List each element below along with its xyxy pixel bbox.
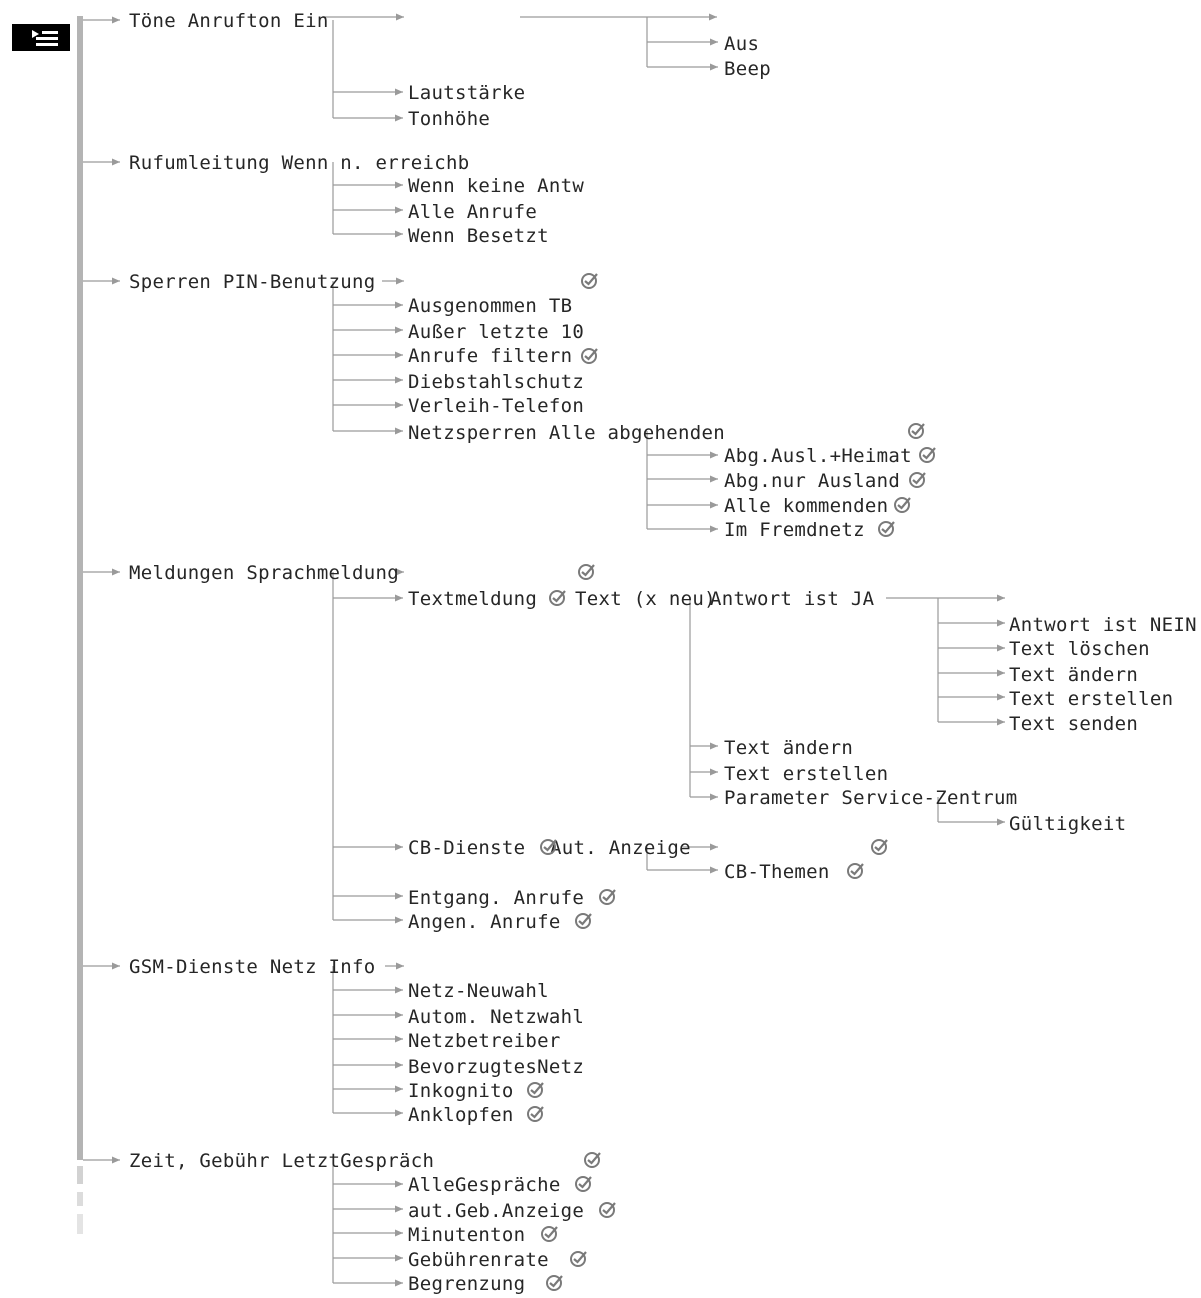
node-entgang[interactable]: Entgang. Anrufe	[408, 887, 585, 909]
check-icon	[578, 564, 595, 580]
node-sperren[interactable]: Sperren PIN-Benutzung	[129, 271, 376, 293]
check-icon	[541, 1226, 558, 1242]
check-icon	[549, 590, 566, 606]
node-cb-dienste[interactable]: CB-Dienste	[408, 837, 526, 859]
check-icon	[527, 1106, 544, 1122]
node-text-erstellen-1[interactable]: Text erstellen	[1009, 688, 1174, 710]
node-ausser[interactable]: Außer letzte 10	[408, 321, 585, 343]
node-alle-kommenden[interactable]: Alle kommenden	[724, 495, 889, 517]
node-text-aendern-2[interactable]: Text ändern	[724, 737, 854, 759]
check-icon	[871, 839, 888, 855]
node-verleih[interactable]: Verleih-Telefon	[408, 395, 585, 417]
node-anklopfen[interactable]: Anklopfen	[408, 1104, 514, 1126]
node-text-aendern-1[interactable]: Text ändern	[1009, 664, 1139, 686]
node-gsm[interactable]: GSM-Dienste Netz Info	[129, 956, 376, 978]
node-toene[interactable]: Töne Anrufton Ein	[129, 10, 329, 32]
node-meldungen[interactable]: Meldungen Sprachmeldung	[129, 562, 399, 584]
node-antwort-nein[interactable]: Antwort ist NEIN	[1009, 614, 1197, 636]
check-icon	[575, 913, 592, 929]
node-textmeldung[interactable]: Textmeldung	[408, 588, 538, 610]
node-abg-ausl[interactable]: Abg.Ausl.+Heimat	[724, 445, 912, 467]
node-aut-anzeige[interactable]: Aut. Anzeige	[550, 837, 691, 859]
node-text-x-neu[interactable]: Text (x neu)	[575, 588, 716, 610]
node-tonhoehe[interactable]: Tonhöhe	[408, 108, 491, 130]
node-netzsperren[interactable]: Netzsperren Alle abgehenden	[408, 422, 725, 444]
node-text-loeschen[interactable]: Text löschen	[1009, 638, 1150, 660]
check-icon	[908, 423, 925, 439]
check-icon	[581, 348, 598, 364]
node-aus[interactable]: Aus	[724, 33, 760, 55]
node-antwort-ja[interactable]: Antwort ist JA	[710, 588, 875, 610]
node-lautstaerke[interactable]: Lautstärke	[408, 82, 526, 104]
menu-tree-icon	[12, 24, 70, 51]
node-netz-neuwahl[interactable]: Netz-Neuwahl	[408, 980, 549, 1002]
check-icon	[909, 472, 926, 488]
check-icon	[584, 1152, 601, 1168]
node-gueltigkeit[interactable]: Gültigkeit	[1009, 813, 1127, 835]
check-icon	[599, 889, 616, 905]
check-icon	[570, 1251, 587, 1267]
node-minutenton[interactable]: Minutenton	[408, 1224, 526, 1246]
node-text-senden[interactable]: Text senden	[1009, 713, 1139, 735]
node-anrufe-filtern[interactable]: Anrufe filtern	[408, 345, 573, 367]
node-ausgenommen[interactable]: Ausgenommen TB	[408, 295, 573, 317]
check-icon	[894, 497, 911, 513]
node-text-erstellen-2[interactable]: Text erstellen	[724, 763, 889, 785]
node-gebuehrenrate[interactable]: Gebührenrate	[408, 1249, 549, 1271]
node-rufumleitung[interactable]: Rufumleitung Wenn n. erreichb	[129, 152, 470, 174]
node-alle-anrufe[interactable]: Alle Anrufe	[408, 201, 538, 223]
check-icon	[540, 839, 557, 855]
check-icon	[546, 1275, 563, 1291]
node-alle-gespraeche[interactable]: AlleGespräche	[408, 1174, 561, 1196]
node-autom-netzwahl[interactable]: Autom. Netzwahl	[408, 1006, 585, 1028]
check-icon	[847, 863, 864, 879]
check-icon	[581, 273, 598, 289]
check-icon	[919, 447, 936, 463]
node-zeit[interactable]: Zeit, Gebühr LetztGespräch	[129, 1150, 435, 1172]
node-aut-geb[interactable]: aut.Geb.Anzeige	[408, 1200, 585, 1222]
check-icon	[527, 1082, 544, 1098]
node-cb-themen[interactable]: CB-Themen	[724, 861, 830, 883]
node-angen[interactable]: Angen. Anrufe	[408, 911, 561, 933]
node-wenn-keine[interactable]: Wenn keine Antw	[408, 175, 585, 197]
node-begrenzung[interactable]: Begrenzung	[408, 1273, 526, 1295]
check-icon	[878, 521, 895, 537]
node-abg-nur[interactable]: Abg.nur Ausland	[724, 470, 901, 492]
node-inkognito[interactable]: Inkognito	[408, 1080, 514, 1102]
check-icon	[599, 1202, 616, 1218]
node-wenn-besetzt[interactable]: Wenn Besetzt	[408, 225, 549, 247]
node-diebstahl[interactable]: Diebstahlschutz	[408, 371, 585, 393]
node-beep[interactable]: Beep	[724, 58, 771, 80]
check-icon	[575, 1176, 592, 1192]
node-parameter[interactable]: Parameter Service-Zentrum	[724, 787, 1018, 809]
node-bevorzugtes[interactable]: BevorzugtesNetz	[408, 1056, 585, 1078]
node-netzbetreiber[interactable]: Netzbetreiber	[408, 1030, 561, 1052]
node-im-fremdnetz[interactable]: Im Fremdnetz	[724, 519, 865, 541]
